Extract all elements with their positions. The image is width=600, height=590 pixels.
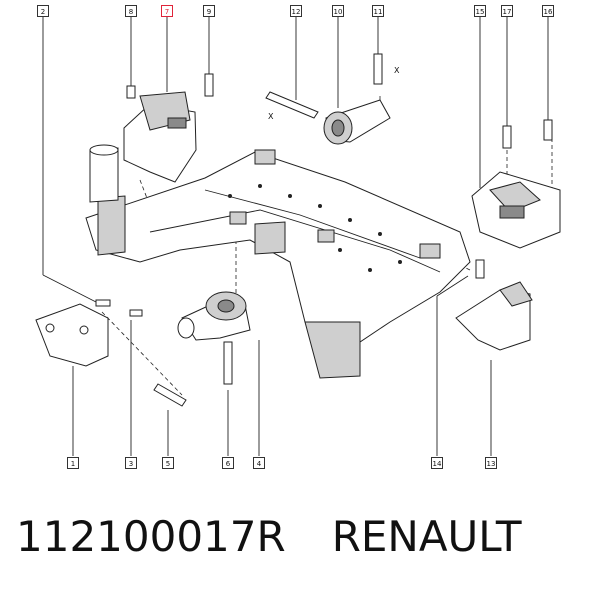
front-subframe	[85, 144, 471, 379]
callout-2: 2	[37, 5, 49, 17]
callout-7-highlighted: 7	[161, 5, 173, 17]
transmission-mount-15	[471, 171, 561, 249]
callout-1: 1	[67, 457, 79, 469]
torque-rod-4	[177, 291, 251, 341]
callout-5: 5	[162, 457, 174, 469]
callout-17: 17	[501, 5, 513, 17]
diagram-drawing	[35, 17, 561, 456]
callout-16: 16	[542, 5, 554, 17]
callout-14: 14	[431, 457, 443, 469]
part-number: 112100017R	[16, 512, 286, 561]
part-caption: 112100017R RENAULT	[16, 512, 522, 561]
callout-13: 13	[485, 457, 497, 469]
engine-mount-7	[123, 91, 197, 183]
callout-10: 10	[332, 5, 344, 17]
callout-11: 11	[372, 5, 384, 17]
callout-6: 6	[222, 457, 234, 469]
callout-8: 8	[125, 5, 137, 17]
brand-name: RENAULT	[331, 512, 522, 561]
dimension-label-x-bolt-12: X	[268, 112, 274, 121]
bracket-1	[35, 303, 109, 367]
callout-9: 9	[203, 5, 215, 17]
bracket-13	[455, 281, 533, 351]
leader-lines	[42, 17, 549, 456]
callout-12: 12	[290, 5, 302, 17]
callout-3: 3	[125, 457, 137, 469]
callout-15: 15	[474, 5, 486, 17]
callout-4: 4	[253, 457, 265, 469]
bolts-top	[95, 53, 553, 407]
torque-rod-10	[323, 99, 391, 145]
dimension-label-x-bolt-11: X	[394, 66, 400, 75]
